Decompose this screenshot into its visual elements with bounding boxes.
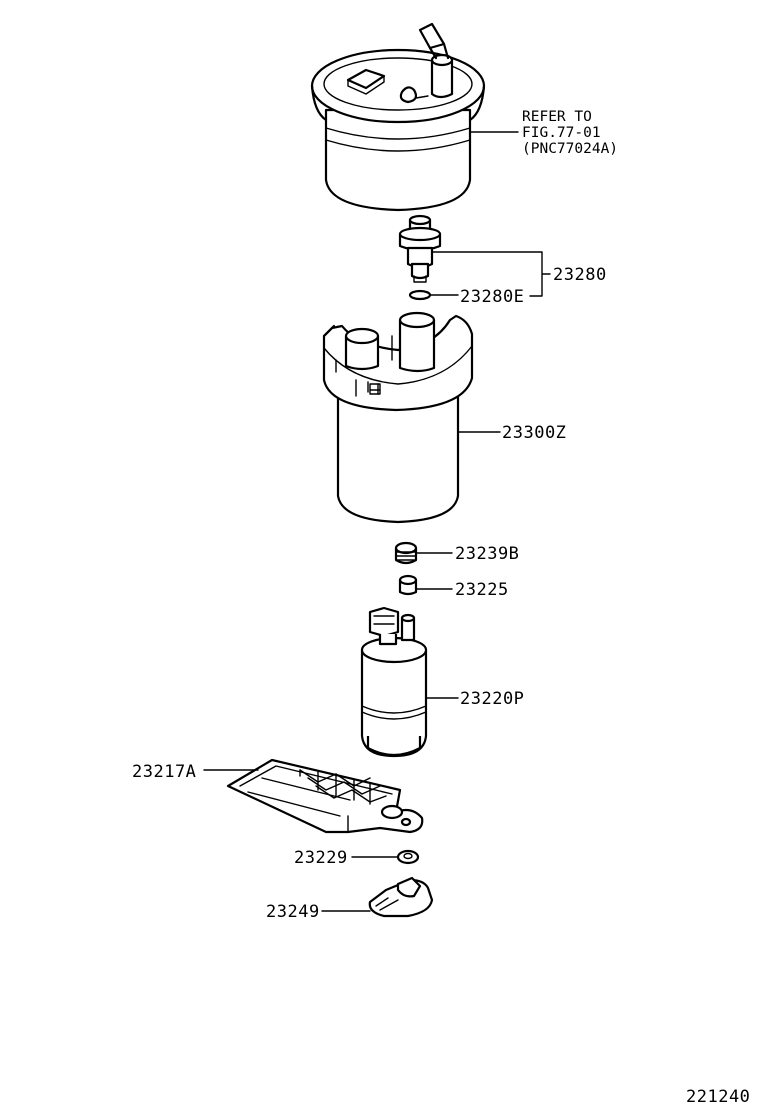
part-label-23225: 23225	[455, 580, 509, 600]
spacer-23225	[398, 574, 418, 596]
part-label-23220P: 23220P	[460, 689, 524, 709]
plate-23249	[368, 876, 434, 918]
bracket-23280	[431, 251, 551, 297]
fuel-filter-housing	[322, 311, 474, 524]
figure-number: 221240	[686, 1087, 750, 1107]
part-label-23249: 23249	[266, 902, 320, 922]
part-label-23300Z: 23300Z	[502, 423, 566, 443]
part-label-23229: 23229	[294, 848, 348, 868]
part-label-23217A: 23217A	[132, 762, 196, 782]
refer-note-line3: (PNC77024A)	[522, 141, 618, 157]
refer-note-line1: REFER TO	[522, 109, 592, 125]
part-label-23280: 23280	[553, 265, 607, 285]
cushion-23239B	[394, 541, 418, 565]
fuel-strainer	[226, 758, 424, 834]
part-label-23280E: 23280E	[460, 287, 524, 307]
fuel-filter-cover	[310, 22, 486, 212]
refer-note-line2: FIG.77-01	[522, 125, 601, 141]
fuel-pump	[360, 606, 428, 758]
o-ring-23280E	[408, 289, 432, 301]
part-label-23239B: 23239B	[455, 544, 519, 564]
washer-23229	[396, 849, 420, 865]
pressure-regulator	[398, 214, 442, 283]
